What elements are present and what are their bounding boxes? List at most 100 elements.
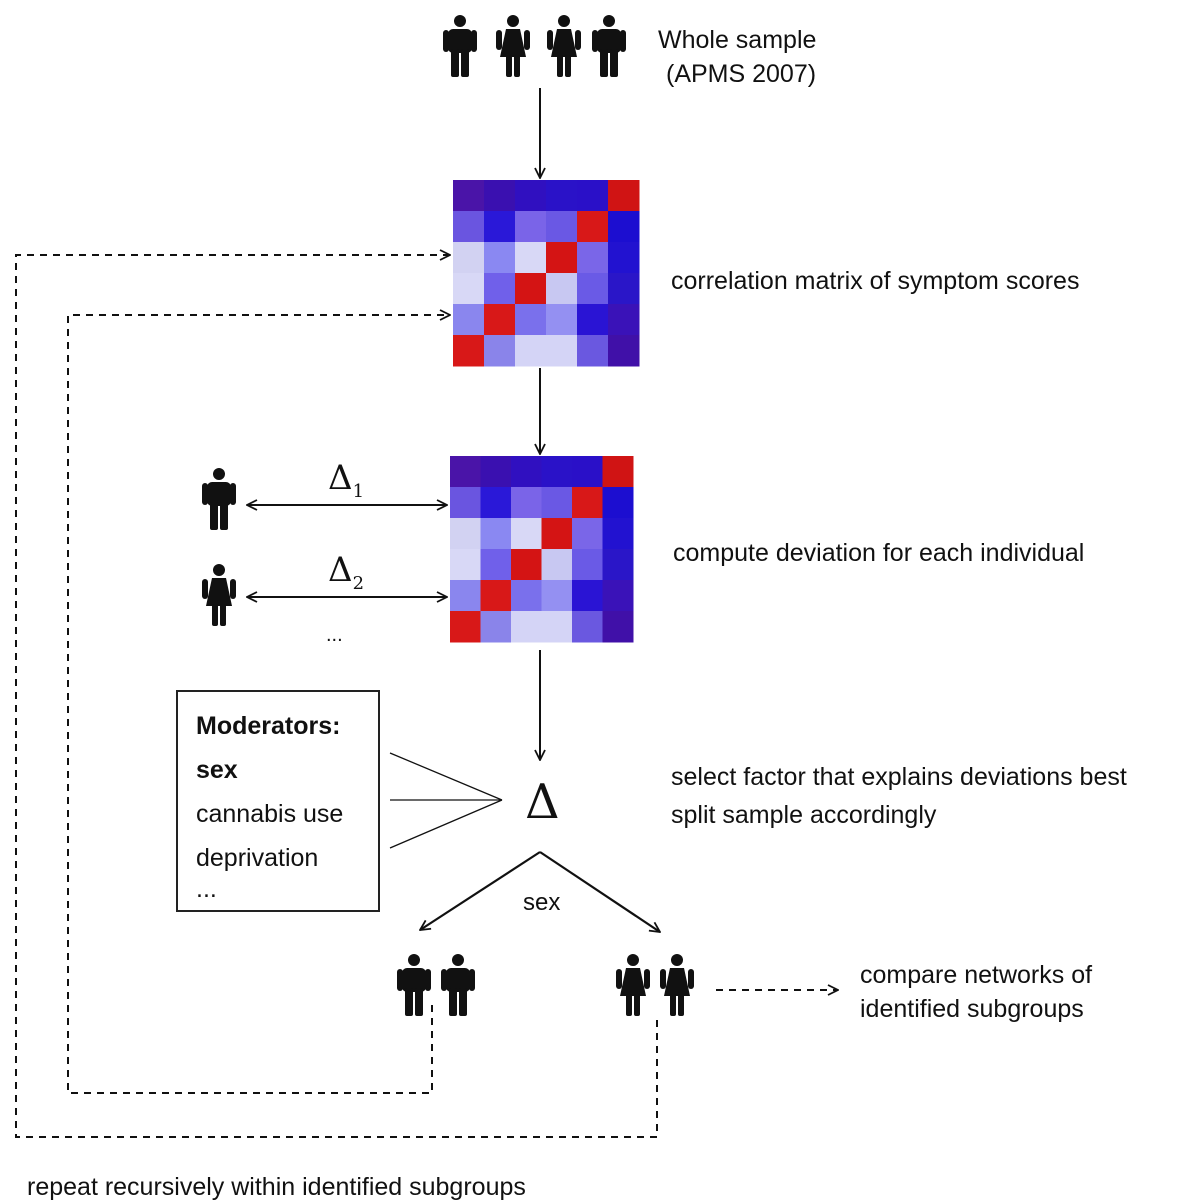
delta-subscript: 2 — [352, 572, 365, 594]
matrix-cell — [572, 549, 603, 581]
compare-networks-label: compare networks of identified subgroups — [860, 958, 1092, 1026]
moderator-item: cannabis use — [196, 800, 344, 828]
matrix-cell — [572, 611, 603, 643]
delta-1: Δ1 — [328, 458, 364, 512]
female-person-icon — [202, 564, 236, 626]
matrix-cell — [453, 242, 485, 274]
matrix-cell — [577, 242, 609, 274]
matrix-cell — [546, 180, 578, 212]
matrix-cell — [515, 273, 547, 305]
matrix-cell — [450, 611, 481, 643]
matrix-cell — [577, 273, 609, 305]
matrix-cell — [577, 335, 609, 367]
male-person-icon — [397, 954, 431, 1016]
matrix-cell — [602, 487, 634, 519]
matrix-cell — [515, 242, 547, 274]
matrix-cell — [577, 211, 609, 243]
compare-networks-line1: compare networks of — [860, 961, 1093, 989]
female-person-icon — [547, 15, 581, 77]
matrix-cell — [608, 242, 640, 274]
matrix-cell — [572, 456, 603, 488]
matrix-cell — [480, 549, 512, 581]
delta-symbol: Δ — [328, 458, 353, 498]
matrix-cell — [480, 611, 512, 643]
split-sample-line: split sample accordingly — [671, 801, 937, 829]
female-person-icon — [660, 954, 694, 1016]
whole-sample-group — [443, 15, 626, 77]
matrix-cell — [541, 580, 573, 612]
matrix-cell — [541, 549, 573, 581]
matrix-cell — [450, 456, 481, 488]
matrix-cell — [572, 518, 603, 550]
more-individuals-ellipsis: ... — [326, 624, 343, 646]
male-person-icon — [202, 468, 236, 530]
deviation-matrix — [450, 456, 634, 643]
matrix-cell — [608, 180, 640, 212]
female-person-icon — [496, 15, 530, 77]
split-arrow-left — [420, 851, 541, 930]
select-factor-label: select factor that explains deviations b… — [671, 760, 1127, 832]
matrix-cell — [480, 518, 512, 550]
matrix-cell — [484, 242, 516, 274]
matrix-cell — [546, 335, 578, 367]
matrix-cell — [546, 273, 578, 305]
delta-symbol: Δ — [328, 550, 353, 590]
matrix-cell — [450, 518, 481, 550]
matrix-cell — [511, 549, 542, 581]
matrix-cell — [602, 611, 634, 643]
delta-2: Δ2 — [328, 550, 364, 604]
matrix-cell — [480, 580, 512, 612]
split-variable-label: sex — [523, 889, 561, 916]
matrix-cell — [515, 304, 547, 336]
feedback-loop-inner — [67, 315, 450, 1094]
matrix-cell — [602, 549, 634, 581]
matrix-cell — [546, 242, 578, 274]
matrix-cell — [602, 580, 634, 612]
matrix-cell — [608, 273, 640, 305]
delta-aggregate: Δ — [525, 774, 560, 830]
matrix-cell — [541, 456, 573, 488]
matrix-cell — [450, 549, 481, 581]
matrix-cell — [511, 611, 542, 643]
matrix-cell — [572, 580, 603, 612]
male-person-icon — [441, 954, 475, 1016]
male-person-icon — [443, 15, 477, 77]
matrix-cell — [511, 487, 542, 519]
whole-sample-source: (APMS 2007) — [666, 60, 817, 88]
matrix-cell — [453, 273, 485, 305]
moderator-item: deprivation — [196, 844, 319, 872]
moderators-box: Moderators: sex cannabis use deprivation… — [176, 690, 380, 912]
matrix-cell — [480, 487, 512, 519]
select-factor-line: select factor that explains deviations b… — [671, 763, 1127, 791]
matrix-cell — [515, 335, 547, 367]
correlation-matrix — [453, 180, 640, 367]
matrix-cell — [511, 456, 542, 488]
split-arrow-right — [539, 851, 660, 932]
repeat-label: repeat recursively within identified sub… — [27, 1173, 526, 1201]
matrix-cell — [484, 180, 516, 212]
compute-deviation-label: compute deviation for each individual — [673, 539, 1085, 567]
matrix-cell — [608, 335, 640, 367]
whole-sample-label: Whole sample (APMS 2007) — [658, 23, 816, 91]
matrix-cell — [484, 273, 516, 305]
moderator-item: ... — [196, 875, 217, 903]
compare-networks-line2: identified subgroups — [860, 995, 1084, 1023]
matrix-cell — [453, 180, 485, 212]
moderators-title: Moderators: — [196, 712, 341, 740]
moderator-item: sex — [196, 756, 238, 784]
matrix-cell — [450, 580, 481, 612]
subgroup-female — [616, 954, 694, 1016]
matrix-cell — [453, 304, 485, 336]
matrix-cell — [450, 487, 481, 519]
matrix-cell — [515, 211, 547, 243]
matrix-cell — [572, 487, 603, 519]
female-person-icon — [616, 954, 650, 1016]
matrix-cell — [541, 487, 573, 519]
matrix-cell — [541, 611, 573, 643]
matrix-cell — [511, 518, 542, 550]
matrix-cell — [484, 211, 516, 243]
moderator-lines — [389, 752, 503, 849]
matrix-cell — [480, 456, 512, 488]
matrix-cell — [546, 304, 578, 336]
matrix-cell — [511, 580, 542, 612]
